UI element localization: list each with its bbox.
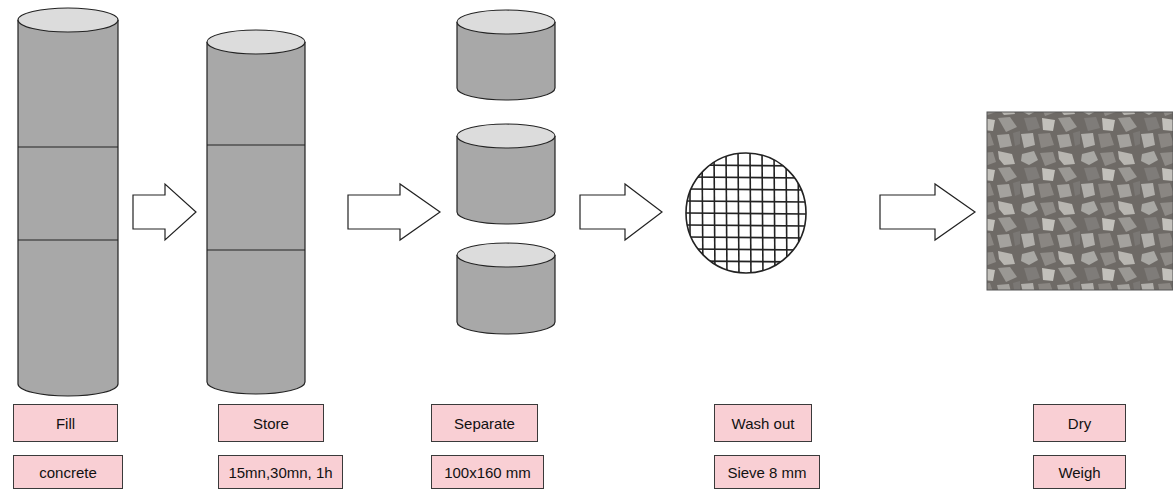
step-label: Sieve 8 mm xyxy=(721,464,812,481)
step-box: Dry xyxy=(1033,404,1126,442)
step-box: Store xyxy=(218,404,324,442)
step-label: 100x160 mm xyxy=(438,464,537,481)
step-label: Wash out xyxy=(726,415,801,432)
step-label: Fill xyxy=(50,415,81,432)
step-label: Separate xyxy=(448,415,521,432)
detail-box: Weigh xyxy=(1033,455,1126,489)
step-label: Weigh xyxy=(1052,464,1106,481)
step-label: Dry xyxy=(1062,415,1097,432)
detail-box: 15mn,30mn, 1h xyxy=(218,455,343,489)
step-label: 15mn,30mn, 1h xyxy=(222,464,338,481)
detail-box: concrete xyxy=(13,455,123,489)
step-label: concrete xyxy=(33,464,103,481)
step-box: Separate xyxy=(431,404,538,442)
step-box: Wash out xyxy=(714,404,812,442)
detail-box: Sieve 8 mm xyxy=(714,455,820,489)
step-label: Store xyxy=(247,415,295,432)
step-box: Fill xyxy=(13,404,118,442)
detail-box: 100x160 mm xyxy=(431,455,544,489)
